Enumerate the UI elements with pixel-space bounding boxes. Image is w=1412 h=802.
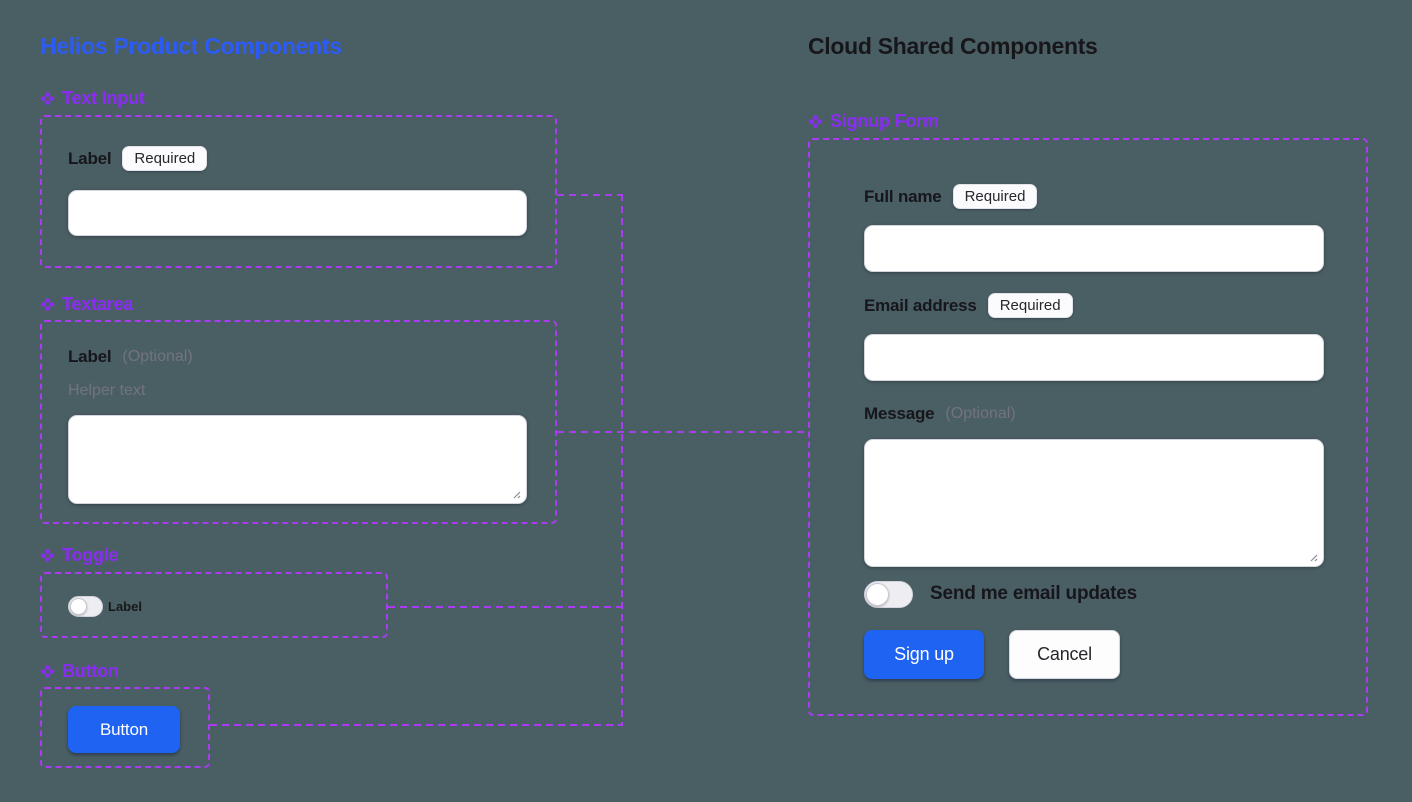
component-diamond-icon [40,548,55,563]
text-input-field[interactable] [68,190,527,236]
component-diamond-icon [40,91,55,106]
optional-suffix: (Optional) [122,348,193,365]
sample-button[interactable]: Button [68,706,180,753]
connector-button [210,724,622,726]
textarea-label: Label [68,347,112,366]
message-textarea[interactable] [864,439,1324,567]
left-section-title: Helios Product Components [40,33,342,59]
required-badge: Required [987,293,1073,318]
email-updates-label: Send me email updates [930,583,1137,604]
component-frame-button[interactable]: Button [40,687,210,768]
textarea-field[interactable] [68,415,527,504]
component-name: Button [62,661,119,681]
connector-trunk [621,194,623,726]
sign-up-button[interactable]: Sign up [864,630,984,679]
component-label-text-input[interactable]: Text Input [40,88,145,109]
email-input[interactable] [864,334,1324,381]
connector-toggle [388,606,622,608]
component-frame-textarea[interactable]: Label (Optional) Helper text [40,320,557,524]
component-label-textarea[interactable]: Textarea [40,294,133,315]
full-name-input[interactable] [864,225,1324,272]
right-section-title: Cloud Shared Components [808,33,1098,59]
helper-text: Helper text [68,382,146,399]
component-diamond-icon [40,664,55,679]
component-label-signup-form[interactable]: Signup Form [808,111,939,132]
message-label: Message [864,404,935,423]
component-frame-signup-form[interactable]: Full name Required Email address Require… [808,138,1368,716]
component-label-button[interactable]: Button [40,661,119,682]
cancel-button[interactable]: Cancel [1009,630,1120,679]
component-diamond-icon [808,114,823,129]
component-name: Toggle [62,545,119,565]
required-badge: Required [952,184,1038,209]
text-input-label: Label [68,148,112,168]
component-name: Text Input [62,88,145,108]
connector-text-input [557,194,622,196]
component-diamond-icon [40,297,55,312]
toggle-switch[interactable] [68,596,103,617]
component-frame-text-input[interactable]: Label Required [40,115,557,268]
component-name: Textarea [62,294,134,314]
required-badge: Required [122,146,208,171]
resize-handle-icon[interactable] [1307,551,1318,562]
toggle-label: Label [108,599,142,614]
connector-textarea [557,431,810,433]
optional-suffix: (Optional) [945,405,1016,422]
email-label: Email address [864,295,977,315]
toggle-knob [70,598,87,615]
toggle-knob [866,583,889,606]
component-label-toggle[interactable]: Toggle [40,545,119,566]
resize-handle-icon[interactable] [510,488,521,499]
component-name: Signup Form [830,111,939,131]
full-name-label: Full name [864,186,942,206]
email-updates-toggle[interactable] [864,581,913,608]
component-frame-toggle[interactable]: Label [40,572,388,638]
